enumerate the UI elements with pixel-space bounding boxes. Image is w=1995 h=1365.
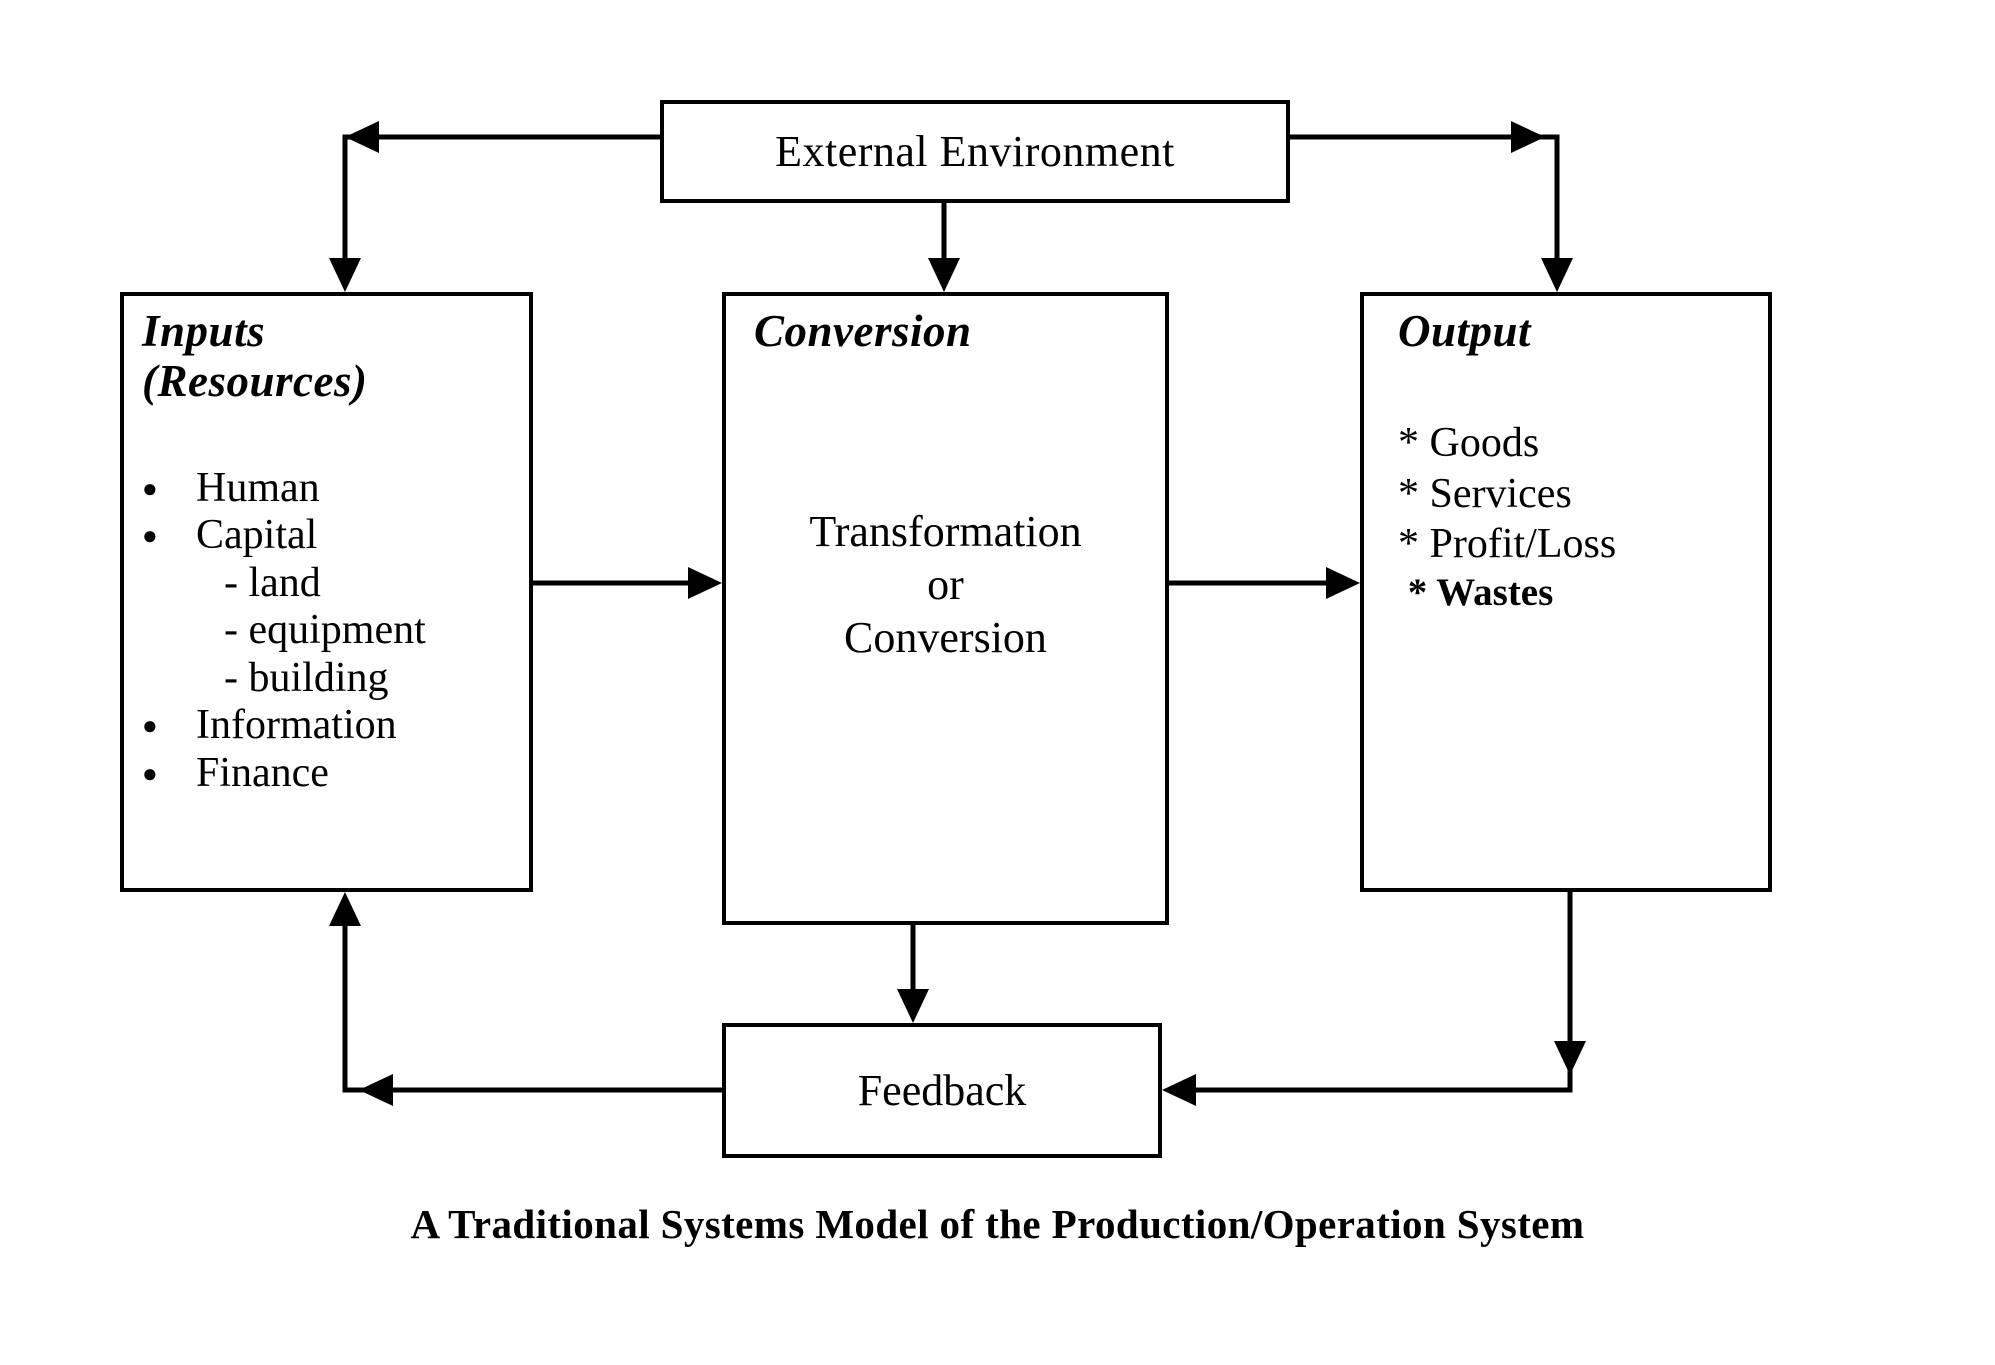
output-title: Output: [1398, 306, 1532, 356]
list-item: Human: [142, 465, 529, 512]
list-item: Finance: [142, 750, 529, 797]
connector-external-to-conversion: [928, 203, 960, 292]
node-output[interactable]: Output * Goods * Services * Profit/Loss …: [1360, 292, 1772, 892]
connector-external-to-inputs: [329, 121, 660, 292]
bullet-icon: [142, 700, 196, 742]
list-item: - building: [224, 654, 389, 701]
connector-inputs-to-conversion: [533, 567, 722, 599]
conversion-title: Conversion: [754, 306, 972, 356]
list-item: * Profit/Loss: [1398, 521, 1617, 568]
feedback-title: Feedback: [857, 1066, 1027, 1115]
connector-output-to-feedback: [1162, 892, 1586, 1106]
inputs-title: Inputs (Resources): [142, 306, 368, 407]
connector-feedback-to-inputs: [329, 892, 722, 1106]
external-environment-title: External Environment: [775, 127, 1175, 176]
list-item: * Wastes: [1398, 570, 1554, 614]
inputs-item-label: Finance: [196, 749, 329, 796]
conversion-body-text: Transformation or Conversion: [809, 507, 1082, 662]
connector-external-to-output: [1290, 121, 1573, 292]
inputs-item-label: Capital: [196, 512, 318, 559]
list-item: * Services: [1398, 470, 1572, 517]
output-item-list: * Goods * Services * Profit/Loss * Waste…: [1398, 418, 1768, 616]
inputs-item-label: Information: [196, 702, 397, 749]
connector-conversion-to-output: [1169, 567, 1360, 599]
connector-conversion-to-feedback: [897, 925, 929, 1023]
bullet-icon: [142, 510, 196, 552]
node-feedback[interactable]: Feedback: [722, 1023, 1162, 1158]
bullet-icon: [142, 748, 196, 790]
list-item: - equipment: [224, 607, 426, 654]
list-item: - land: [224, 559, 321, 606]
bullet-icon: [142, 463, 196, 505]
list-item: Capital: [142, 512, 529, 559]
diagram-caption: A Traditional Systems Model of the Produ…: [410, 1201, 1585, 1247]
node-inputs[interactable]: Inputs (Resources) Human Capital - land …: [120, 292, 533, 892]
inputs-item-label: Human: [196, 464, 320, 511]
inputs-item-list: Human Capital - land - equipment - build…: [142, 465, 529, 797]
node-external-environment[interactable]: External Environment: [660, 100, 1290, 203]
node-conversion[interactable]: Conversion Transformation or Conversion: [722, 292, 1169, 925]
list-item: * Goods: [1398, 420, 1540, 467]
list-item: Information: [142, 702, 529, 749]
